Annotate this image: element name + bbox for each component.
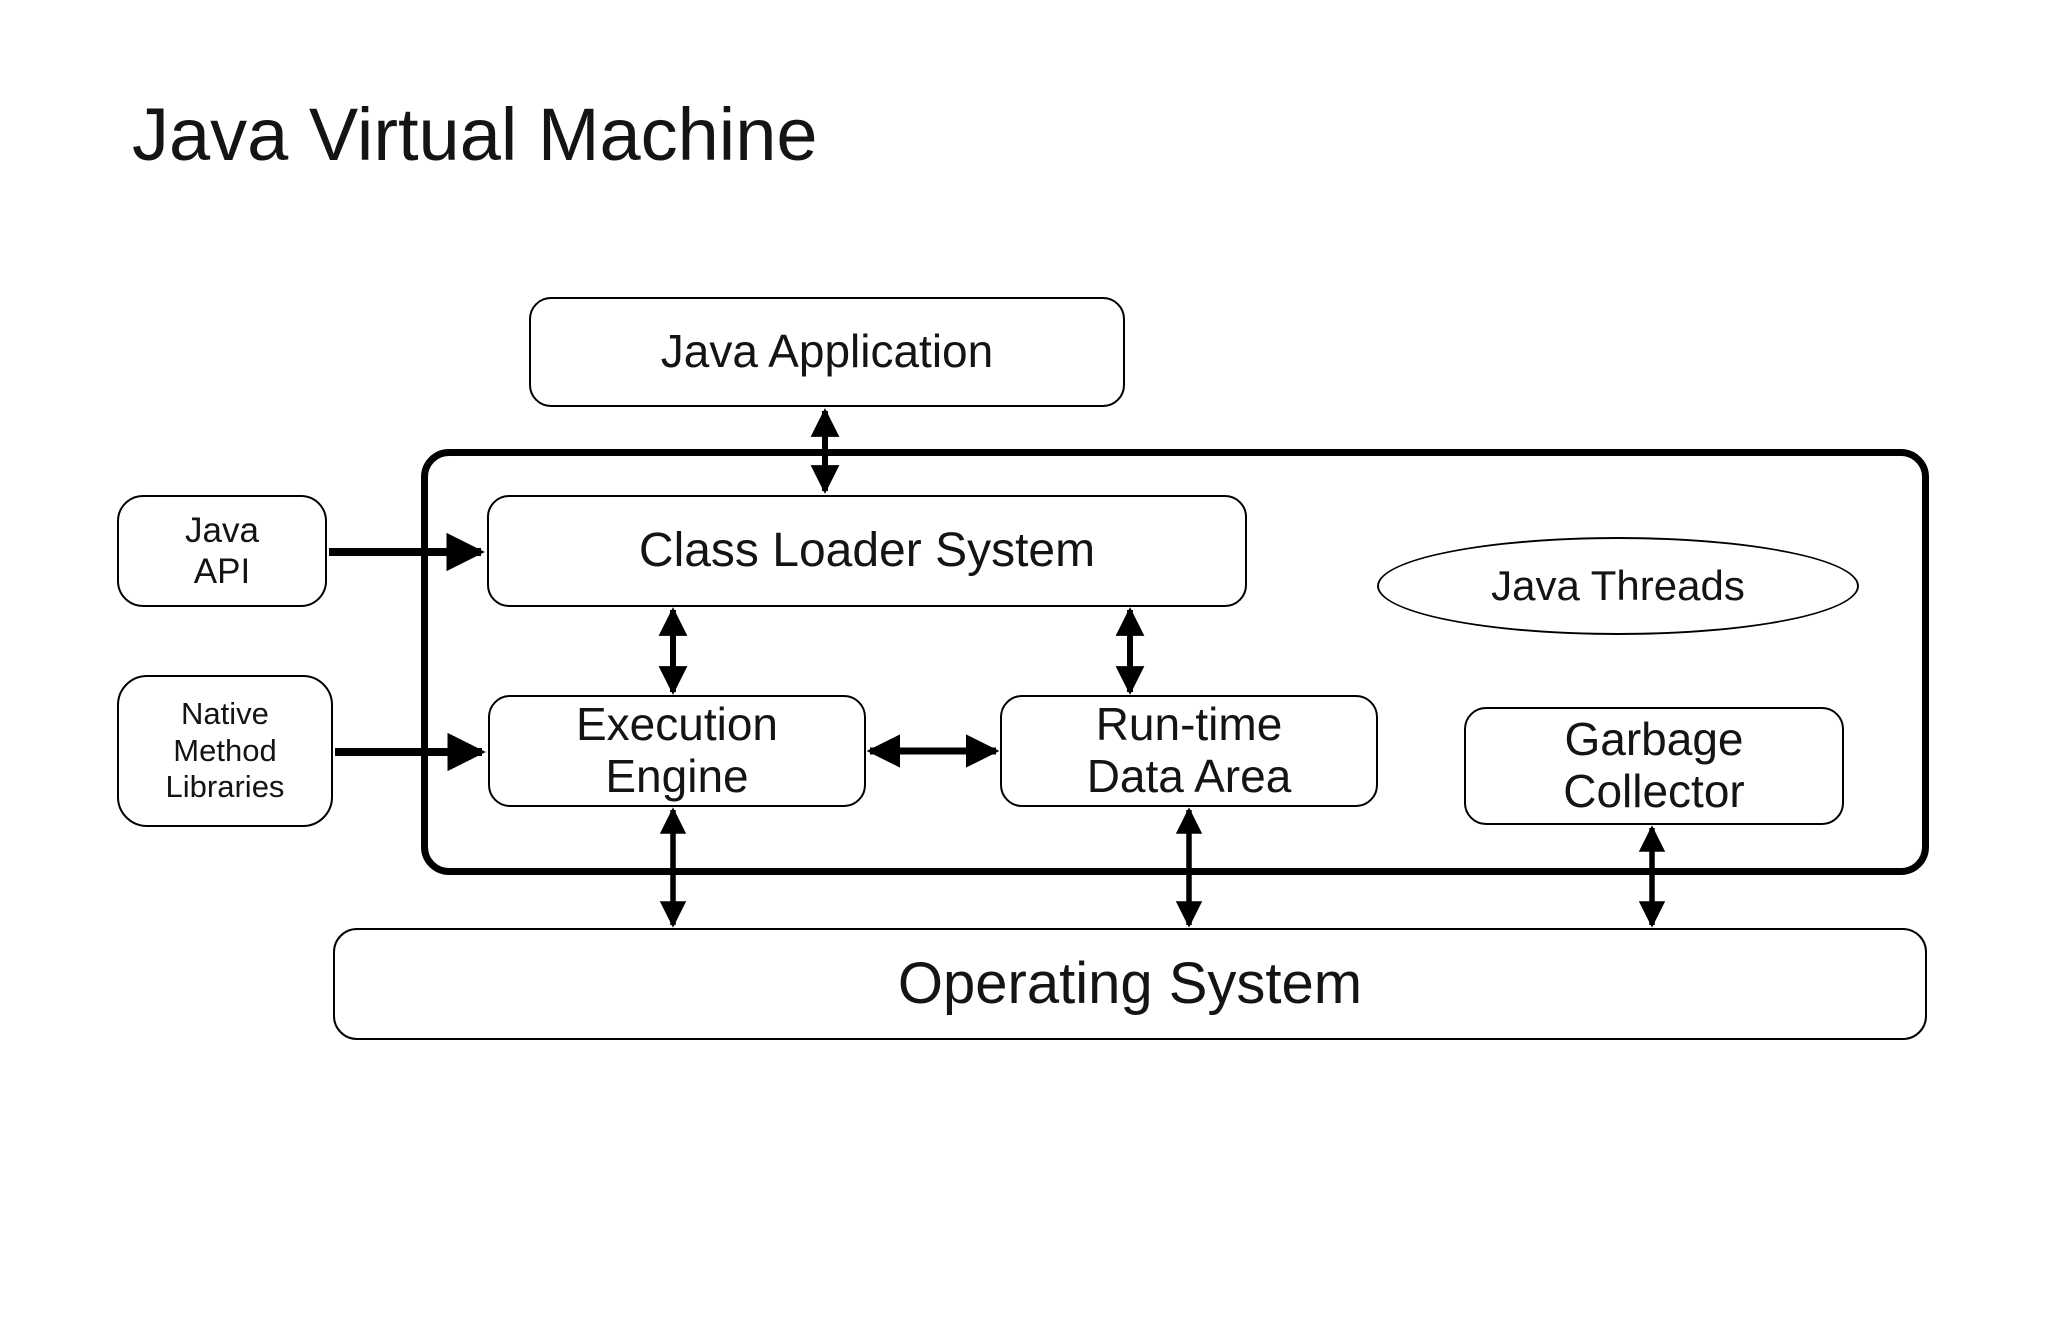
java-application-box: Java Application bbox=[529, 297, 1125, 407]
operating-system-box: Operating System bbox=[333, 928, 1927, 1040]
class-loader-system-box: Class Loader System bbox=[487, 495, 1247, 607]
native-method-libraries-box: Native Method Libraries bbox=[117, 675, 333, 827]
garbage-collector-box: Garbage Collector bbox=[1464, 707, 1844, 825]
runtime-data-area-box: Run-time Data Area bbox=[1000, 695, 1378, 807]
java-threads-ellipse: Java Threads bbox=[1377, 537, 1859, 635]
execution-engine-box: Execution Engine bbox=[488, 695, 866, 807]
page-title: Java Virtual Machine bbox=[132, 93, 818, 176]
java-api-box: Java API bbox=[117, 495, 327, 607]
jvm-boundary-box bbox=[421, 449, 1929, 875]
